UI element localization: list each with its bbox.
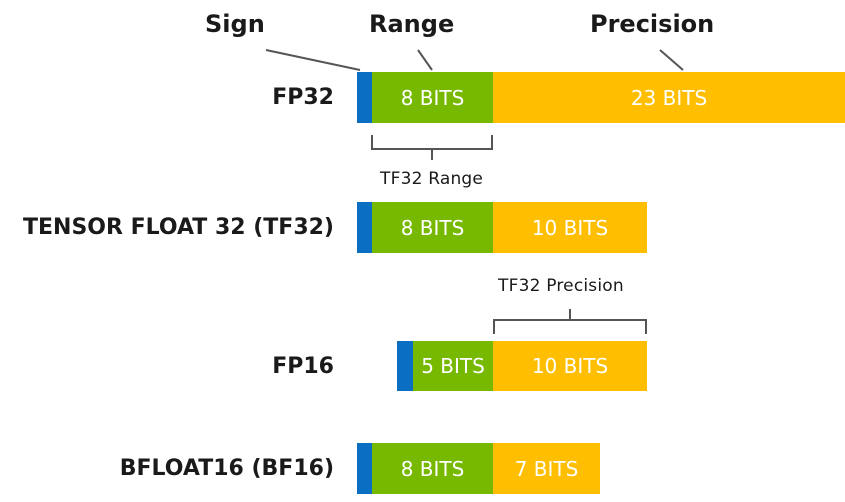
bf16-range-bits: 8 BITS (372, 443, 493, 494)
tf32-precision-bits: 10 BITS (493, 202, 647, 253)
tf32-precision-brace (493, 309, 647, 334)
precision-pointer-line (659, 49, 684, 71)
fp16-range-bits: 5 BITS (413, 341, 493, 391)
fp16-precision-bits: 10 BITS (493, 341, 647, 391)
tf32-range-label: TF32 Range (380, 169, 484, 189)
range-pointer-line (417, 49, 433, 71)
tf32-sign-bit (357, 202, 372, 253)
format-label-tf32: TENSOR FLOAT 32 (TF32) (23, 215, 334, 240)
range-header: Range (369, 10, 455, 38)
tf32-range-brace (371, 135, 493, 160)
format-label-fp32: FP32 (272, 85, 334, 110)
fp32-precision-bits: 23 BITS (493, 72, 845, 123)
tf32-precision-label: TF32 Precision (498, 276, 624, 296)
format-label-fp16: FP16 (272, 354, 334, 379)
precision-header: Precision (590, 10, 715, 38)
sign-pointer-line (265, 49, 361, 71)
fp16-sign-bit (397, 341, 413, 391)
fp32-sign-bit (357, 72, 372, 123)
sign-header: Sign (205, 10, 265, 38)
bf16-sign-bit (357, 443, 372, 494)
format-label-bf16: BFLOAT16 (BF16) (119, 456, 334, 481)
bf16-precision-bits: 7 BITS (493, 443, 600, 494)
tf32-range-bits: 8 BITS (372, 202, 493, 253)
fp32-range-bits: 8 BITS (372, 72, 493, 123)
